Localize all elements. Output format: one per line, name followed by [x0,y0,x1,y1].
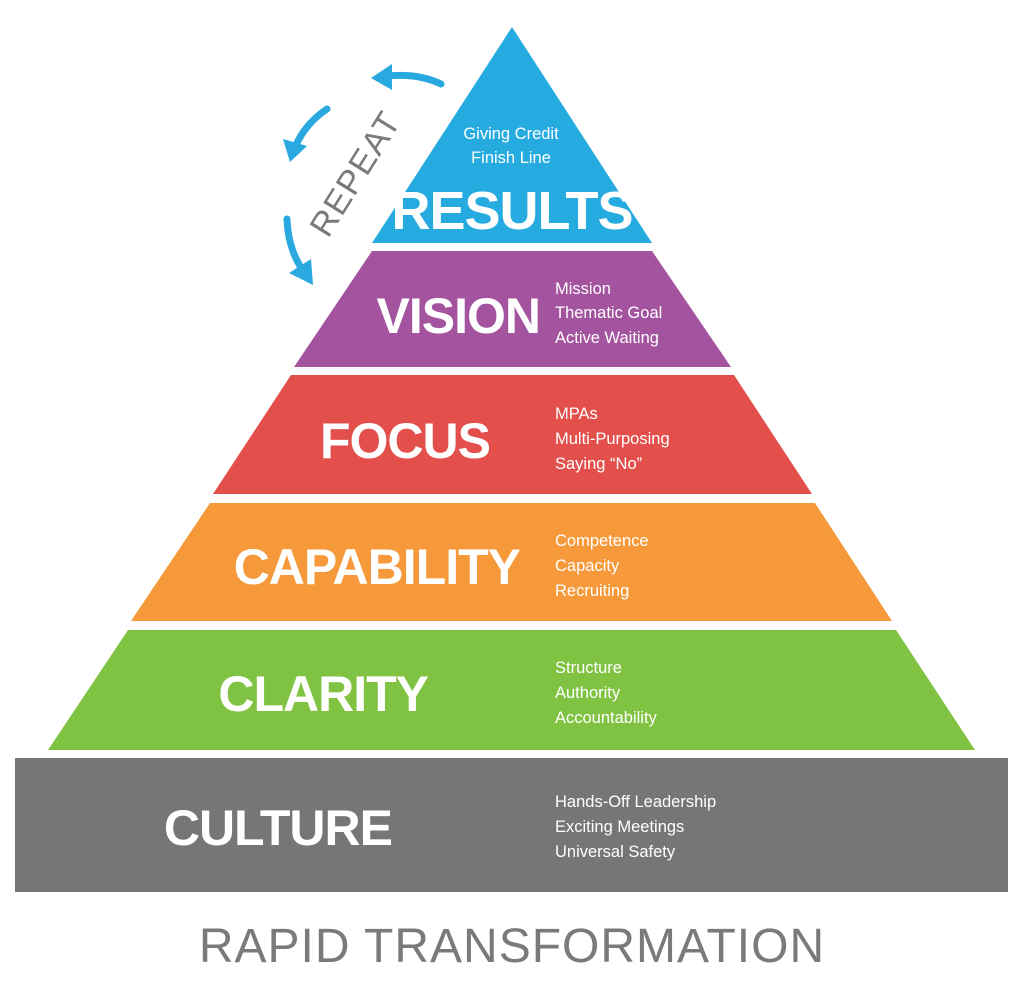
tier-focus-shape [213,375,812,494]
tier-results-item: Giving Credit [463,125,559,143]
tier-vision-item: Thematic Goal [555,304,662,322]
tier-vision-title: VISION [377,288,540,344]
tier-vision: VISION Mission Thematic Goal Active Wait… [294,251,731,367]
tier-clarity: CLARITY Structure Authority Accountabili… [48,630,975,750]
curved-arrow-icon [283,215,313,285]
curved-arrow-icon [371,64,445,90]
tier-focus-title: FOCUS [320,413,490,469]
tier-clarity-item: Authority [555,684,621,702]
tier-capability-shape [131,503,892,621]
tier-clarity-item: Structure [555,659,622,677]
tier-results: Giving Credit Finish Line RESULTS [372,27,652,243]
tier-focus-item: Multi-Purposing [555,430,670,448]
tier-vision-item: Mission [555,280,611,298]
tier-results-shape [372,27,652,243]
tier-culture-item: Hands-Off Leadership [555,793,716,811]
tier-focus: FOCUS MPAs Multi-Purposing Saying “No” [213,375,812,494]
tier-culture-shape [15,758,1008,892]
curved-arrow-icon [283,105,331,162]
footer-title: RAPID TRANSFORMATION [199,920,825,973]
tier-culture: CULTURE Hands-Off Leadership Exciting Me… [15,758,1008,892]
tier-capability-item: Recruiting [555,582,629,600]
tier-capability: CAPABILITY Competence Capacity Recruitin… [131,503,892,621]
tier-clarity-title: CLARITY [218,666,428,722]
tier-clarity-item: Accountability [555,709,658,727]
tier-focus-item: Saying “No” [555,455,642,473]
tier-vision-shape [294,251,731,367]
tier-capability-title: CAPABILITY [234,539,521,595]
tier-focus-item: MPAs [555,405,598,423]
tier-capability-item: Capacity [555,557,620,575]
tier-vision-item: Active Waiting [555,329,659,347]
tier-culture-item: Universal Safety [555,843,676,861]
tier-results-item: Finish Line [471,149,551,167]
tier-results-title: RESULTS [391,181,632,241]
tier-culture-item: Exciting Meetings [555,818,684,836]
tier-clarity-shape [48,630,975,750]
tier-capability-item: Competence [555,532,649,550]
tier-culture-title: CULTURE [164,800,392,856]
